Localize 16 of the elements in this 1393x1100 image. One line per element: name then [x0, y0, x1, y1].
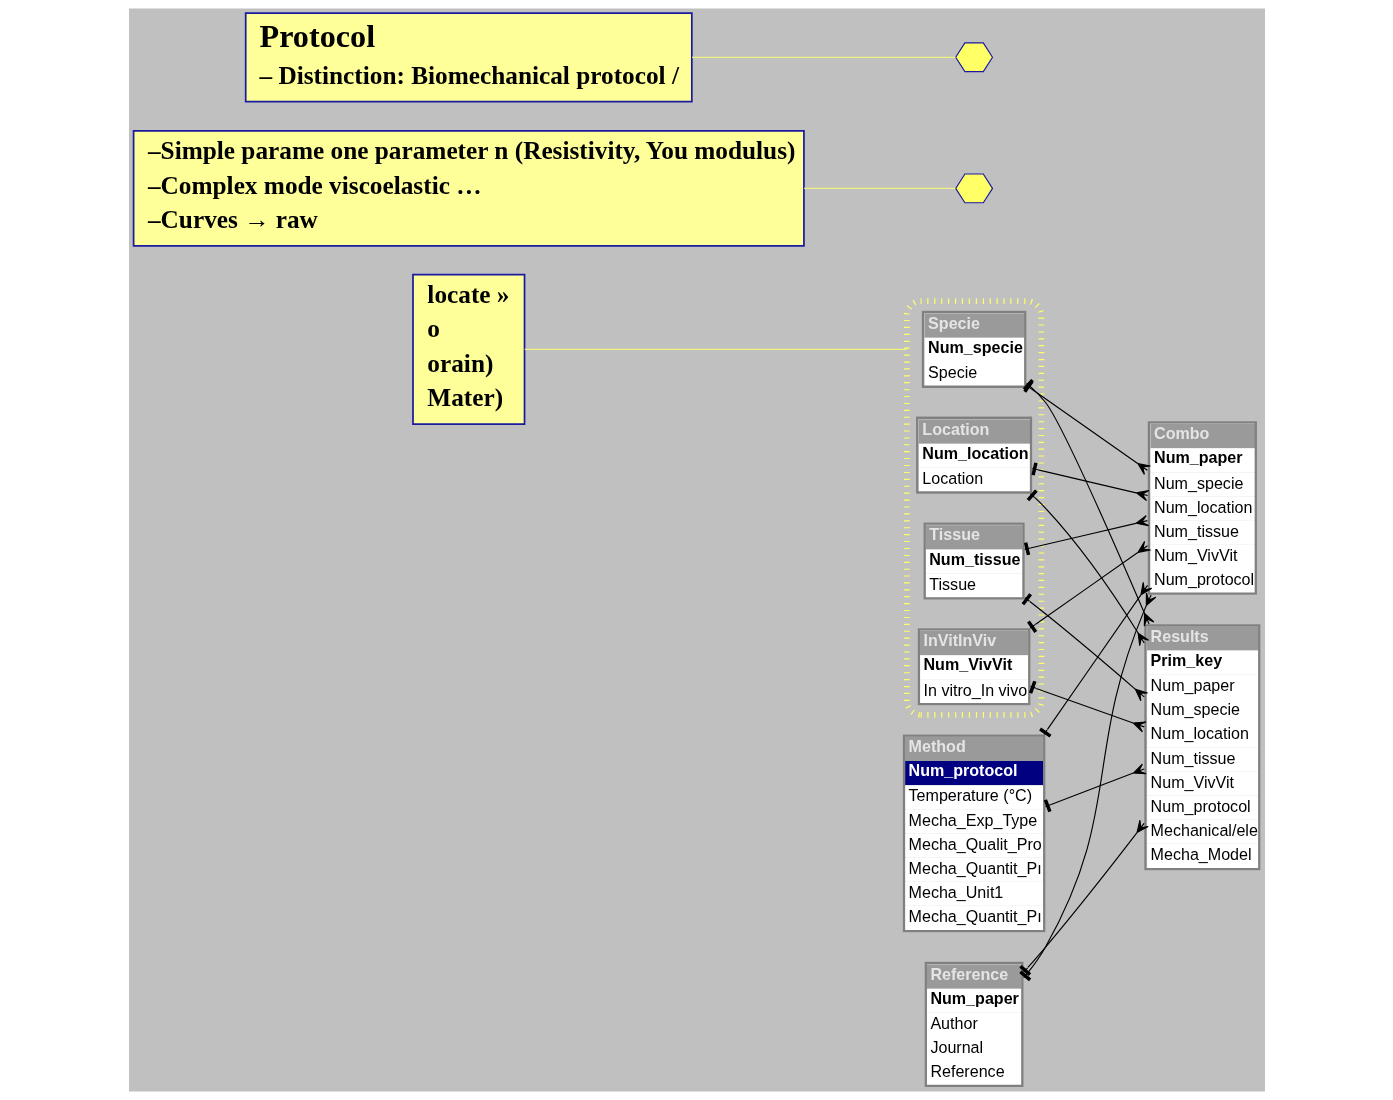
connector — [802, 187, 956, 189]
connector — [1043, 763, 1147, 813]
connector — [1021, 593, 1148, 702]
connector — [1026, 540, 1151, 633]
connector — [1018, 819, 1149, 976]
node-hexagon — [954, 173, 993, 204]
node-text: Method Num_protocol Temperature (°C) Mecha_Exp_Type Mecha_Qualit_Pro Mecha_Quantit_Pı Mecha_Unit1 Mecha_Quantit_Pı — [908, 737, 1042, 926]
connector — [523, 348, 907, 350]
connector — [1023, 515, 1149, 556]
node-box: Protocol – Distinction: Biomechanical protocol / — [244, 12, 693, 103]
node-box: locate » o orain) Mater) — [411, 273, 525, 425]
node-hexagon — [954, 42, 993, 73]
cluster — [903, 298, 1044, 718]
connector — [690, 56, 956, 58]
connector — [1028, 680, 1146, 733]
node-box: –Simple parame one parameter n (Resistivity, You modulus) –Complex mode viscoelastic … –Curves → raw — [132, 130, 805, 247]
